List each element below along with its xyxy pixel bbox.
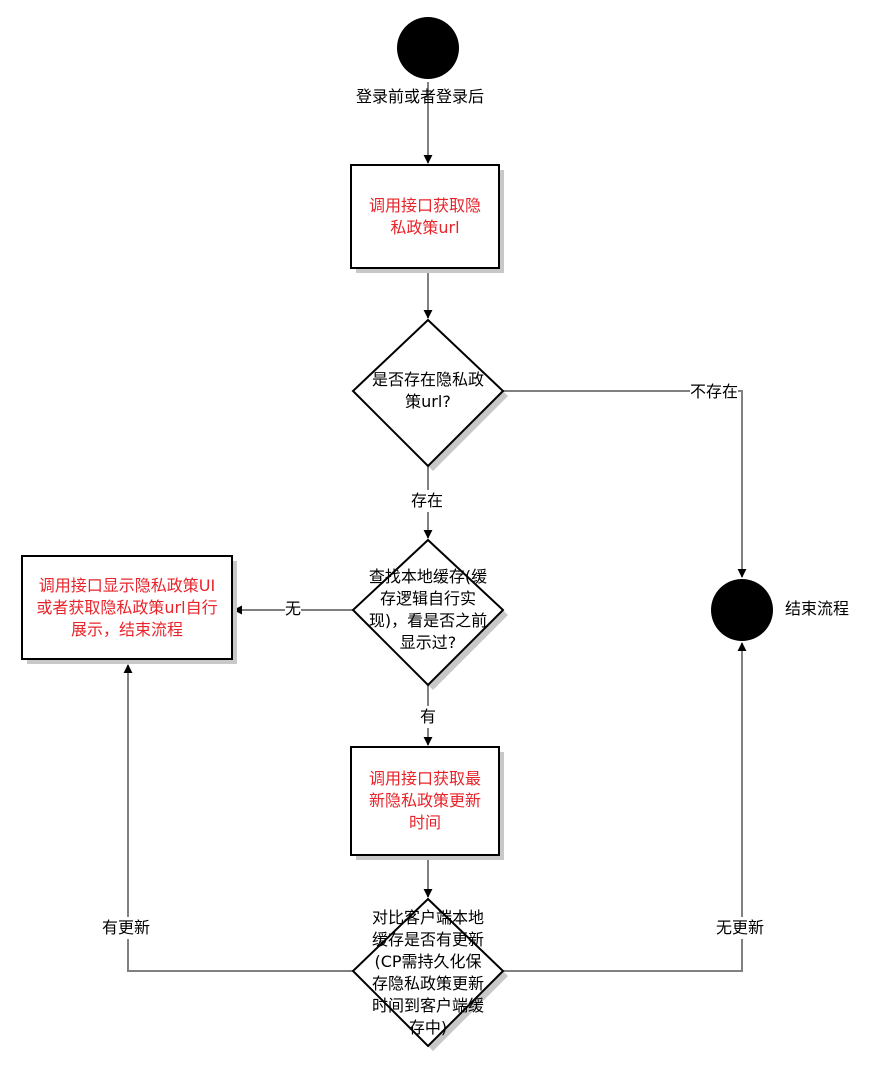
step-show-ui-line: 调用接口显示隐私政策UI — [38, 575, 216, 595]
decision-cache-line: 存逻辑自行实 — [379, 589, 476, 608]
step-get-time-line: 调用接口获取最 — [368, 769, 481, 788]
decision-compare-text: 对比客户端本地 缓存是否有更新 (CP需持久化保 存隐私政策更新 时间到客户端缓… — [353, 907, 503, 1039]
edge-label-no-update: 无更新 — [716, 917, 765, 939]
edge-label-has: 有 — [420, 706, 437, 728]
edge-label-none: 无 — [285, 598, 302, 620]
decision-exists-text: 是否存在隐私政 策url? — [353, 358, 503, 424]
decision-compare-line: 存中) — [408, 1018, 448, 1037]
decision-exists-diamond — [351, 318, 505, 468]
step-get-time-line: 时间 — [408, 813, 441, 832]
decision-cache-line: 现)，看是否之前 — [368, 611, 488, 630]
decision-cache-line: 显示过? — [399, 633, 457, 652]
step-get-url-line: 私政策url — [390, 217, 460, 237]
decision-exists-line: 策url? — [405, 392, 451, 411]
edge-no-update-to-end — [503, 642, 747, 972]
decision-cache-diamond — [351, 538, 505, 687]
edge-not-exists-to-end — [503, 390, 747, 578]
start-node — [397, 17, 459, 79]
decision-cache-line: 查找本地缓存(缓 — [368, 567, 488, 586]
step-get-url-box — [350, 164, 500, 269]
step-get-time-text: 调用接口获取最 新隐私政策更新 时间 — [351, 747, 499, 855]
decision-compare-line: 时间到客户端缓 — [371, 996, 484, 1015]
decision-compare-line: (CP需持久化保 — [374, 952, 482, 971]
step-get-time-box — [350, 746, 500, 856]
step-get-time-line: 新隐私政策更新 — [368, 791, 481, 810]
step-get-url-text: 调用接口获取隐 私政策url — [351, 165, 499, 268]
edge-label-not-exists: 不存在 — [690, 381, 739, 403]
end-node — [711, 579, 773, 641]
step-show-ui-text: 调用接口显示隐私政策UI 或者获取隐私政策url自行 展示，结束流程 — [22, 556, 232, 659]
end-label: 结束流程 — [785, 599, 850, 618]
decision-compare-line: 对比客户端本地 — [371, 908, 484, 927]
decision-compare-diamond — [351, 897, 505, 1048]
edge-label-has-update: 有更新 — [102, 917, 151, 939]
edge-label-exists: 存在 — [411, 490, 444, 512]
decision-compare-line: 缓存是否有更新 — [371, 930, 484, 949]
step-show-ui-line: 或者获取隐私政策url自行 — [36, 597, 218, 617]
decision-exists-line: 是否存在隐私政 — [371, 370, 484, 389]
decision-cache-text: 查找本地缓存(缓 存逻辑自行实 现)，看是否之前 显示过? — [353, 566, 503, 654]
step-show-ui-line: 展示，结束流程 — [70, 619, 183, 639]
start-label: 登录前或者登录后 — [356, 87, 485, 106]
step-show-ui-box — [21, 555, 233, 660]
decision-compare-line: 存隐私政策更新 — [371, 974, 484, 993]
edge-has-update-to-show-ui — [123, 664, 353, 972]
step-get-url-line: 调用接口获取隐 — [368, 195, 481, 215]
